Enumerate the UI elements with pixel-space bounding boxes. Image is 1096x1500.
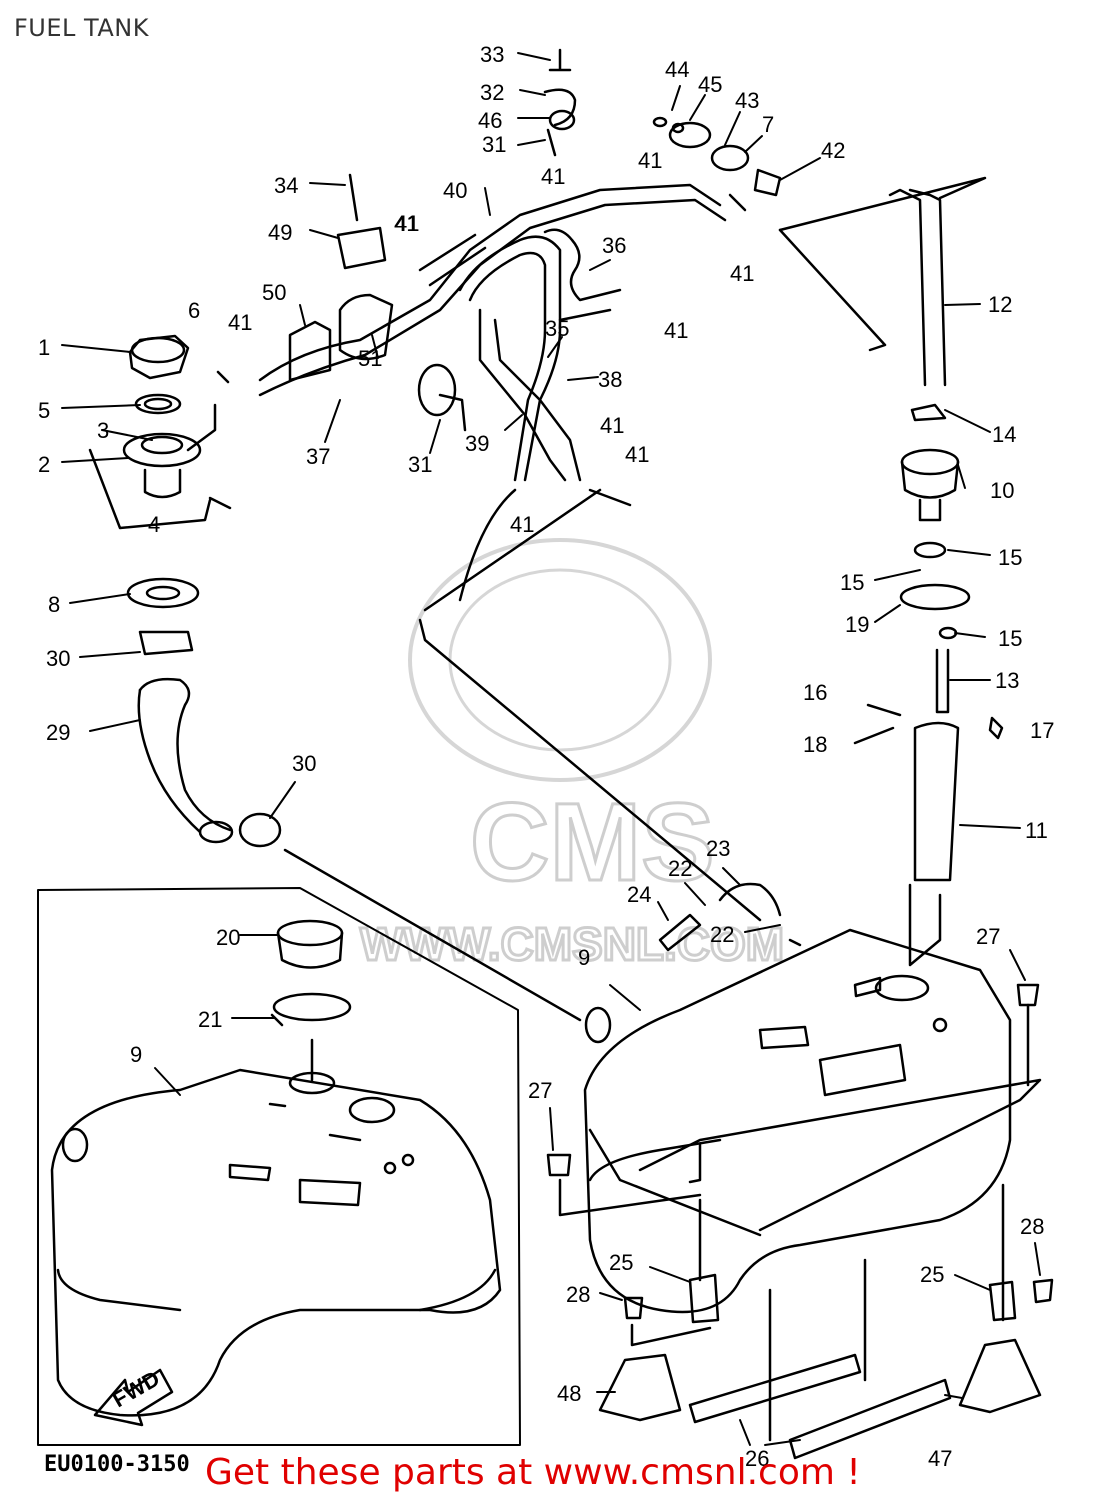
part-label-23: 23 [706, 836, 730, 861]
leader-lines [61, 52, 1041, 1446]
part-label-22: 22 [668, 856, 692, 881]
fuel-tank-inset [37, 887, 521, 1446]
part-label-29: 29 [46, 720, 70, 745]
page-title: FUEL TANK [14, 14, 149, 42]
part-label-46: 46 [478, 108, 502, 133]
part-label-47: 47 [928, 1446, 952, 1471]
fuel-cap-assembly [88, 334, 232, 530]
part-label-10: 10 [990, 478, 1014, 503]
part-label-11: 11 [1025, 818, 1048, 843]
fuel-tank-main [583, 928, 1042, 1314]
part-label-24: 24 [627, 882, 651, 907]
part-label-15: 15 [840, 570, 864, 595]
part-label-18: 18 [803, 732, 827, 757]
part-label-25: 25 [609, 1250, 633, 1275]
forward-arrow-icon [93, 1368, 174, 1427]
part-label-3: 3 [97, 418, 109, 443]
part-label-38: 38 [598, 367, 622, 392]
part-label-22: 22 [710, 922, 734, 947]
part-label-7: 7 [762, 112, 774, 137]
part-label-28: 28 [566, 1282, 590, 1307]
part-label-17: 17 [1030, 718, 1054, 743]
part-label-43: 43 [735, 88, 759, 113]
part-label-25: 25 [920, 1262, 944, 1287]
part-label-41: 41 [664, 318, 688, 343]
part-label-41: 41 [228, 310, 252, 335]
part-label-37: 37 [306, 444, 330, 469]
part-label-2: 2 [38, 452, 50, 477]
part-label-16: 16 [803, 680, 827, 705]
part-label-41: 41 [510, 512, 534, 537]
part-label-14: 14 [992, 422, 1016, 447]
part-label-48: 48 [557, 1381, 581, 1406]
get-parts-link[interactable]: Get these parts at www.cmsnl.com ! [205, 1452, 861, 1493]
part-label-41: 41 [625, 442, 649, 467]
part-label-19: 19 [845, 612, 869, 637]
part-label-41: 41 [730, 261, 754, 286]
watermark-brand: CMS [470, 781, 714, 904]
part-label-21: 21 [198, 1007, 222, 1032]
part-label-41: 41 [395, 211, 419, 236]
part-label-28: 28 [1020, 1214, 1044, 1239]
part-label-4: 4 [148, 512, 160, 537]
part-label-9: 9 [130, 1042, 142, 1067]
part-label-42: 42 [821, 138, 845, 163]
part-label-1: 1 [38, 335, 50, 360]
part-label-41: 41 [394, 211, 418, 236]
part-label-20: 20 [216, 925, 240, 950]
part-label-30: 30 [292, 751, 316, 776]
breather-valve-assembly [288, 48, 782, 432]
part-label-15: 15 [998, 545, 1022, 570]
mounting-hardware [546, 882, 1054, 1460]
part-label-6: 6 [188, 298, 200, 323]
part-label-41: 41 [600, 413, 624, 438]
filler-hose-assembly [126, 577, 282, 848]
part-label-50: 50 [262, 280, 286, 305]
fuel-gauge-assembly [778, 176, 1004, 967]
part-label-13: 13 [995, 668, 1019, 693]
part-label-35: 35 [545, 316, 569, 341]
part-label-41: 41 [541, 164, 565, 189]
part-label-9: 9 [578, 945, 590, 970]
part-label-45: 45 [698, 72, 722, 97]
watermark-logo: CMS WWW.CMSNL.COM [359, 538, 786, 972]
part-label-36: 36 [602, 233, 626, 258]
part-label-41: 41 [638, 148, 662, 173]
part-label-49: 49 [268, 220, 292, 245]
part-label-27: 27 [976, 924, 1000, 949]
part-label-8: 8 [48, 592, 60, 617]
watermark-url: WWW.CMSNL.COM [360, 918, 784, 970]
part-number-labels: 1234567899101112131415151516171819202122… [38, 42, 1054, 1471]
part-label-39: 39 [465, 431, 489, 456]
part-label-34: 34 [274, 173, 298, 198]
part-label-44: 44 [665, 57, 689, 82]
part-label-31: 31 [408, 452, 432, 477]
part-label-26: 26 [745, 1446, 769, 1471]
part-label-33: 33 [480, 42, 504, 67]
part-label-27: 27 [528, 1078, 552, 1103]
part-label-15: 15 [998, 626, 1022, 651]
part-label-32: 32 [480, 80, 504, 105]
part-label-30: 30 [46, 646, 70, 671]
part-label-31: 31 [482, 132, 506, 157]
drawing-code: EU0100-3150 [44, 1452, 190, 1477]
part-label-12: 12 [988, 292, 1012, 317]
part-label-40: 40 [443, 178, 467, 203]
vent-hose-assembly [258, 183, 762, 1022]
part-label-51: 51 [358, 346, 382, 371]
part-label-5: 5 [38, 398, 50, 423]
